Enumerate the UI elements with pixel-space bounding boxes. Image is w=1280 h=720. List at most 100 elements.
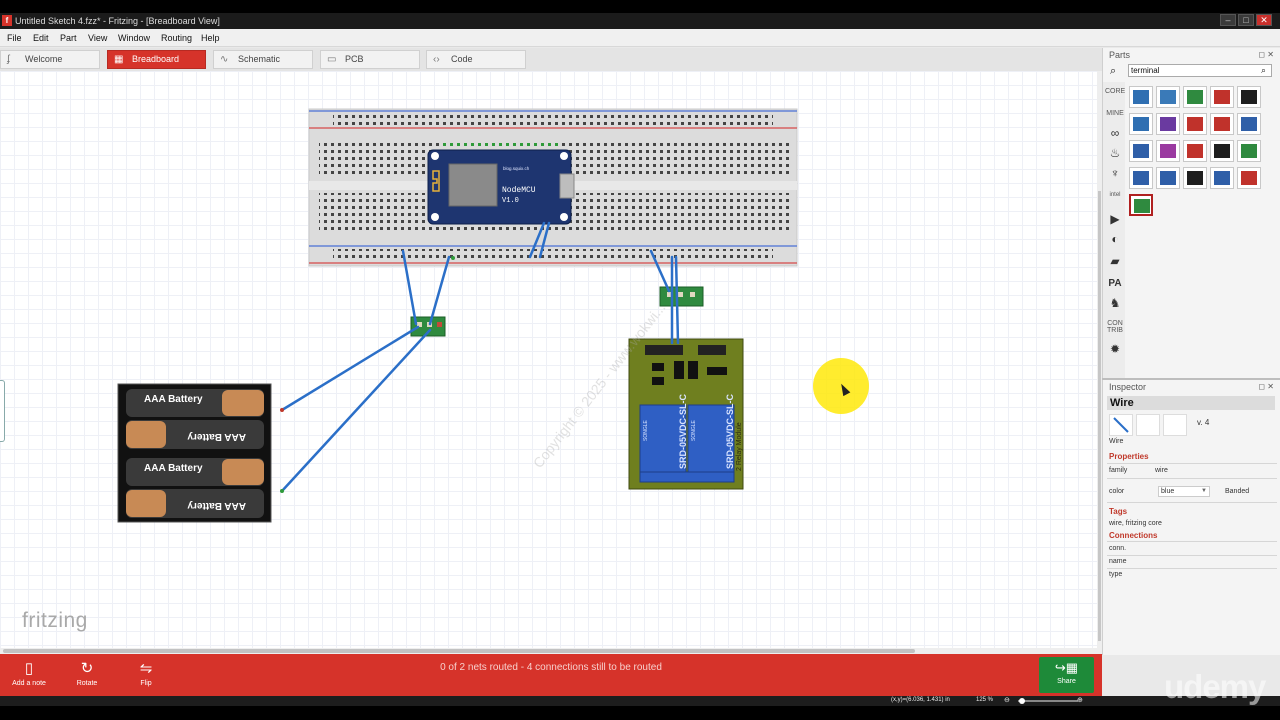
menu-edit[interactable]: Edit	[33, 33, 49, 43]
panel-splitter[interactable]	[1102, 378, 1280, 380]
flip-button[interactable]: ⇋ Flip	[121, 658, 171, 687]
part-tile[interactable]	[1183, 140, 1207, 162]
part-tile[interactable]	[1237, 140, 1261, 162]
relay-module[interactable]: SRD-05VDC-SL-C SRD-05VDC-SL-C SONGLE SON…	[628, 338, 744, 490]
zoom-slider[interactable]	[1018, 698, 1078, 704]
tab-pcb[interactable]: ▭ PCB	[320, 50, 420, 69]
search-go-icon[interactable]: ⌕	[1261, 65, 1267, 75]
nodemcu-url: blog.squix.ch	[503, 166, 530, 171]
part-tile[interactable]	[1129, 113, 1153, 135]
wires[interactable]	[280, 221, 680, 493]
part-tile[interactable]	[1210, 140, 1234, 162]
part-tile[interactable]	[1129, 86, 1153, 108]
part-icon	[1241, 117, 1257, 131]
tab-label: Schematic	[238, 54, 281, 64]
color-select-value: blue	[1161, 488, 1175, 495]
part-tile[interactable]	[1210, 86, 1234, 108]
sparkfun-bin-icon[interactable]: ♨	[1109, 146, 1121, 160]
temp-bin-icon[interactable]: ✹	[1109, 342, 1121, 356]
vertical-scrollbar[interactable]	[1097, 71, 1102, 648]
rotate-icon: ↻	[80, 660, 94, 677]
color-select[interactable]: blue ▼	[1158, 486, 1210, 497]
menu-routing[interactable]: Routing	[161, 33, 193, 43]
zoom-level: 125 %	[976, 697, 994, 703]
part-tile[interactable]	[1156, 167, 1180, 189]
breadboard-canvas[interactable]: blog.squix.ch NodeMCU V1.0	[0, 71, 1097, 648]
part-icon	[1214, 117, 1230, 131]
part-tile[interactable]	[1156, 86, 1180, 108]
menu-part[interactable]: Part	[60, 33, 77, 43]
tab-breadboard[interactable]: ▦ Breadboard	[107, 50, 206, 69]
part-tile[interactable]	[1183, 113, 1207, 135]
horizontal-scrollbar[interactable]	[0, 648, 1102, 654]
part-tile[interactable]	[1129, 140, 1153, 162]
play-bin-icon[interactable]: ▶	[1110, 212, 1120, 226]
breadboard-icon: ▦	[114, 54, 124, 65]
part-tile[interactable]	[1210, 113, 1234, 135]
menu-view[interactable]: View	[88, 33, 108, 43]
color-label: color	[1109, 488, 1125, 495]
tab-welcome[interactable]: ʄ Welcome	[0, 50, 100, 69]
bin-core[interactable]: CORE	[1105, 88, 1126, 95]
terminal-block-right[interactable]	[659, 286, 704, 307]
tab-code[interactable]: ‹› Code	[426, 50, 526, 69]
menu-file[interactable]: File	[7, 33, 22, 43]
part-tile[interactable]	[1237, 113, 1261, 135]
nodemcu-board[interactable]: blog.squix.ch NodeMCU V1.0	[427, 149, 575, 225]
relay-model-2: SRD-05VDC-SL-C	[725, 393, 735, 469]
dfrobot-bin-icon[interactable]: ▰	[1110, 254, 1120, 268]
part-tile[interactable]	[1237, 167, 1261, 189]
schematic-thumbnail	[1136, 414, 1160, 436]
bin-contrib[interactable]: CON TRIB	[1107, 320, 1123, 334]
zoom-out-icon[interactable]: ⊖	[1004, 697, 1010, 704]
seeed-bin-icon[interactable]: ♆	[1110, 166, 1120, 180]
bin-intel[interactable]: intel	[1109, 192, 1121, 198]
part-tile[interactable]	[1237, 86, 1261, 108]
zoom-in-icon[interactable]: ⊕	[1077, 697, 1083, 704]
maximize-button[interactable]: □	[1238, 14, 1254, 26]
inspector-panel: Inspector ◻ ✕ Wire v. 4 Wire Properties …	[1102, 380, 1280, 655]
rotate-button[interactable]: ↻ Rotate	[62, 658, 112, 687]
minimize-button[interactable]: –	[1220, 14, 1236, 26]
part-tile[interactable]	[1210, 167, 1234, 189]
zoom-slider-knob[interactable]	[1019, 698, 1025, 704]
relay-brand-1: SONGLE	[643, 419, 649, 441]
part-caption: Wire	[1109, 438, 1124, 445]
bin-pa[interactable]: PA	[1108, 278, 1122, 289]
arduino-bin-icon[interactable]: ∞	[1110, 126, 1120, 140]
menu-window[interactable]: Window	[118, 33, 151, 43]
part-tile[interactable]	[1129, 167, 1153, 189]
flip-label: Flip	[140, 680, 152, 687]
battery-holder[interactable]: AAA Battery AAA Battery AAA Battery AAA …	[117, 383, 272, 523]
panel-float-close-icon[interactable]: ◻ ✕	[1258, 50, 1274, 59]
snootlab-bin-icon[interactable]: ◐	[1111, 232, 1119, 246]
fritzing-app-icon: f	[2, 15, 12, 26]
part-icon	[1214, 171, 1230, 185]
menu-help[interactable]: Help	[201, 33, 220, 43]
divider	[1107, 555, 1277, 556]
part-tile[interactable]	[1183, 167, 1207, 189]
search-icon[interactable]: ⌕	[1110, 65, 1117, 77]
part-tile[interactable]	[1156, 113, 1180, 135]
panel-float-close-icon[interactable]: ◻ ✕	[1258, 382, 1274, 391]
lilypad-bin-icon[interactable]: ♞	[1109, 296, 1121, 310]
part-tile[interactable]	[1183, 86, 1207, 108]
close-button[interactable]: ✕	[1256, 14, 1272, 26]
scroll-thumb[interactable]	[3, 649, 915, 653]
banded-checkbox-label[interactable]: Banded	[1225, 488, 1250, 495]
share-button[interactable]: ↪▦ Share	[1039, 657, 1094, 693]
part-tile[interactable]	[1156, 140, 1180, 162]
battery-label: AAA Battery	[187, 431, 246, 442]
parts-search-input[interactable]	[1128, 64, 1272, 77]
bin-mine[interactable]: MINE	[1106, 110, 1124, 117]
pcb-thumbnail	[1163, 414, 1187, 436]
part-tile[interactable]	[1129, 194, 1153, 216]
add-note-button[interactable]: ▯ Add a note	[4, 658, 54, 687]
part-icon	[1214, 144, 1230, 158]
rotate-label: Rotate	[76, 680, 98, 687]
terminal-block-left[interactable]	[410, 316, 446, 337]
routing-status[interactable]: 0 of 2 nets routed - 4 connections still…	[440, 662, 662, 673]
tab-schematic[interactable]: ∿ Schematic	[213, 50, 313, 69]
scroll-thumb[interactable]	[1098, 191, 1101, 641]
